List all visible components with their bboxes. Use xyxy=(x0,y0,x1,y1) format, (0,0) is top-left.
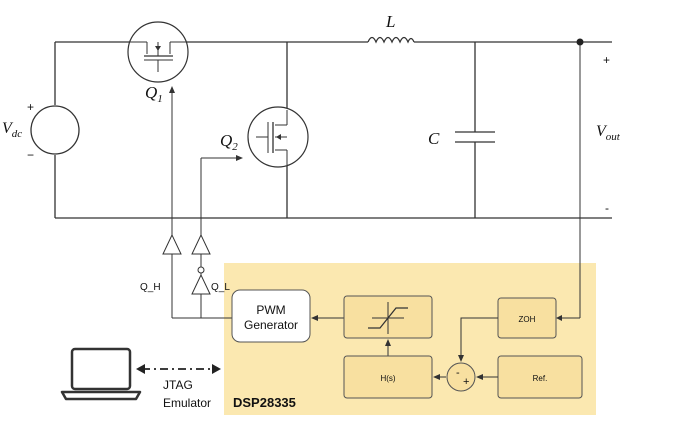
vout-minus: - xyxy=(605,201,609,215)
vdc-minus: − xyxy=(27,148,34,162)
q1-label: Q1 xyxy=(145,83,163,105)
sum-plus-sign: + xyxy=(463,376,469,388)
sum-minus-sign: - xyxy=(456,367,460,379)
jtag-label-line1: JTAG xyxy=(163,378,193,392)
laptop-icon xyxy=(60,347,142,401)
power-stage-wires xyxy=(54,41,612,321)
q-h-buffer xyxy=(162,233,182,255)
capacitor xyxy=(455,131,495,143)
zoh-label: ZOH xyxy=(519,315,536,324)
inductor-label: L xyxy=(385,12,395,31)
pwm-label-line1: PWM xyxy=(256,303,285,317)
ref-label: Ref. xyxy=(533,374,548,383)
dsp-title: DSP28335 xyxy=(233,395,296,410)
q-l-buffer xyxy=(191,233,211,255)
pwm-generator-block xyxy=(231,289,311,343)
hs-label: H(s) xyxy=(380,374,395,383)
dc-source xyxy=(30,105,80,155)
jtag-label-line2: Emulator xyxy=(163,396,211,410)
jtag-link xyxy=(136,364,221,374)
q1-mosfet xyxy=(127,21,189,83)
vdc-plus: + xyxy=(27,100,34,114)
capacitor-label: C xyxy=(428,129,440,148)
pwm-label-line2: Generator xyxy=(244,318,298,332)
vout-label: Vout xyxy=(596,123,621,143)
saturation-icon xyxy=(368,302,408,334)
q-l-label: Q_L xyxy=(211,282,230,293)
summing-junction xyxy=(446,362,476,392)
hs-block xyxy=(343,355,433,399)
vdc-label: Vdc xyxy=(2,120,22,140)
q-h-label: Q_H xyxy=(140,282,161,293)
vout-plus: + xyxy=(603,53,610,67)
q2-label: Q2 xyxy=(220,131,238,153)
q2-mosfet xyxy=(247,106,309,168)
inductor xyxy=(367,36,415,44)
q-l-inverter xyxy=(191,266,211,295)
output-node-dot xyxy=(576,38,584,46)
